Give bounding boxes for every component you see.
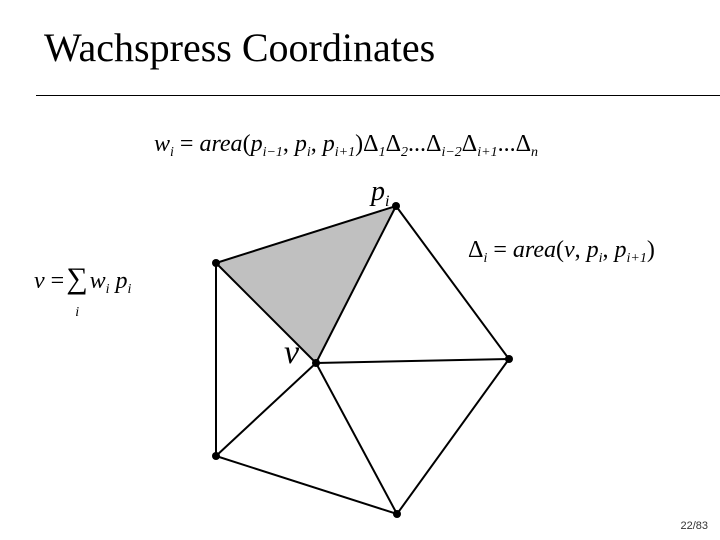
weight-formula: wi = area(pi−1, pi, pi+1)Δ1Δ2...Δi−2Δi+1… [154,131,539,160]
spoke-p-upper-left [215,262,317,364]
vertex-dot-bottom [393,510,401,518]
vertex-dot-upper-left [212,259,220,267]
vertex-label-pi: pi [371,176,390,210]
title-divider [36,95,720,96]
spoke-p-top [315,205,397,364]
shaded-triangle [216,206,396,363]
sum-symbol: ∑ [66,262,88,295]
vertex-dot-right [505,355,513,363]
page-number: 22/83 [680,520,708,532]
delta-formula: Δi = area(v, pi, pi+1) [468,237,655,266]
spoke-p-bottom [315,362,398,515]
spoke-p-right [315,358,510,364]
center-dot-v [312,359,320,367]
pentagon-outline [215,204,511,516]
sum-index: i [75,305,80,320]
spoke-p-lower-left [215,362,317,457]
vertex-dot-lower-left [212,452,220,460]
center-label-v: v [284,334,300,371]
vertex-dot-top [392,202,400,210]
slide-title: Wachspress Coordinates [44,25,436,70]
